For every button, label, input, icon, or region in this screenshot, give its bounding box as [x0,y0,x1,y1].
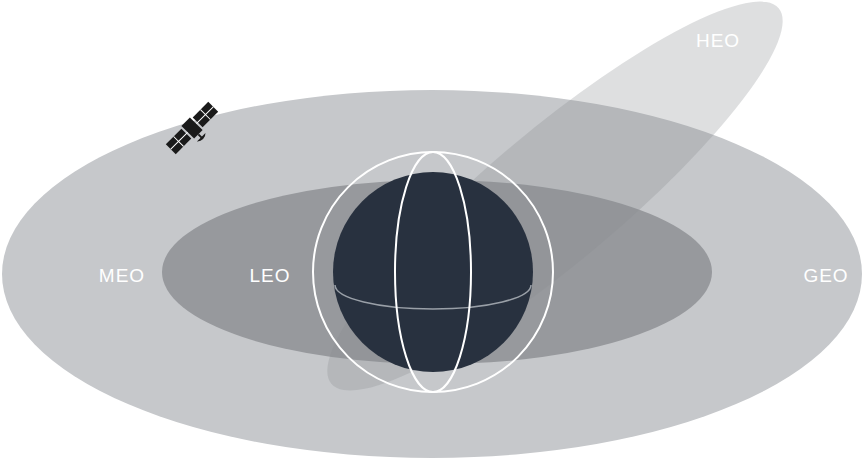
meridian-line [395,152,471,392]
dish-mount [198,134,202,138]
panel-line [200,110,210,120]
geo-meo-orbit [2,90,862,458]
earth [333,172,533,372]
orbit-label: HEO [696,31,740,50]
satellite-dish [197,133,207,143]
heo-orbit [289,0,821,434]
orbit-label: MEO [99,266,145,285]
panel-line [174,136,184,146]
panel-line [171,107,213,149]
heo-orbit-group [289,0,821,434]
globe-outline [313,152,553,392]
orbit-label: GEO [803,266,848,285]
equator-line [335,285,531,309]
satellite-body [181,117,202,138]
satellite-icon [164,100,224,160]
orbit-label: LEO [249,266,290,285]
